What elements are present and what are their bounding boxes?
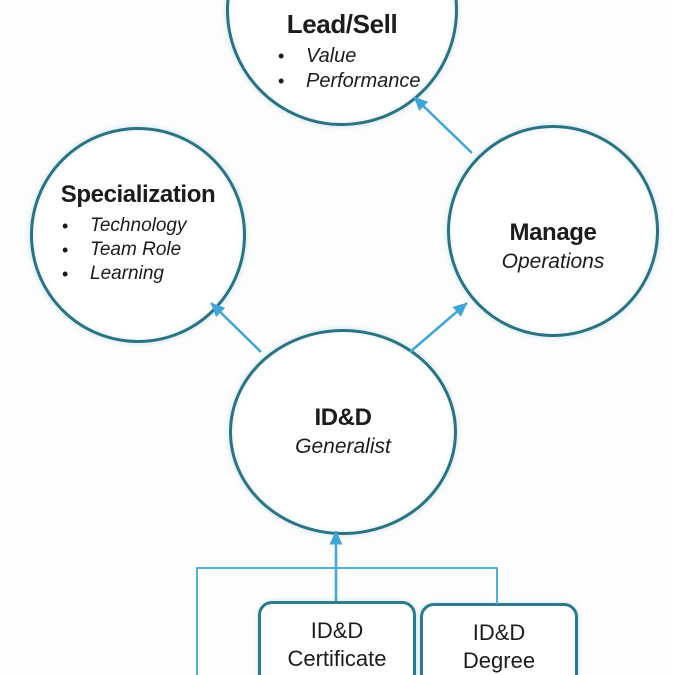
bullet-label: Performance xyxy=(306,70,421,92)
idd-certificate-line2: Certificate xyxy=(287,646,387,671)
bullet-item: • Value xyxy=(278,44,455,69)
node-specialization: Specialization • Technology • Team Role … xyxy=(30,127,246,343)
bullet-icon: • xyxy=(62,264,69,284)
bullet-item: • Learning xyxy=(62,262,243,286)
bullet-label: Technology xyxy=(90,215,187,236)
idd-degree-line2: Degree xyxy=(462,648,536,673)
idd-degree-line1: ID&D xyxy=(472,620,526,645)
node-lead-sell: Lead/Sell • Value • Performance xyxy=(226,0,458,126)
node-manage-subtitle: Operations xyxy=(501,250,605,273)
node-idd-certificate: ID&D Certificate xyxy=(258,601,416,675)
bullet-label: Team Role xyxy=(90,239,182,260)
node-idd-generalist: ID&D Generalist xyxy=(229,329,457,535)
bullet-label: Value xyxy=(306,45,357,67)
bullet-item: • Performance xyxy=(278,69,455,94)
lead-sell-bullet-list: • Value • Performance xyxy=(229,44,455,94)
node-specialization-title: Specialization xyxy=(60,181,216,208)
bullet-item: • Technology xyxy=(62,214,243,238)
bullet-label: Learning xyxy=(90,263,164,284)
bullet-item: • Team Role xyxy=(62,238,243,262)
node-manage: Manage Operations xyxy=(447,125,659,337)
node-lead-sell-title: Lead/Sell xyxy=(286,9,398,39)
bullet-icon: • xyxy=(62,240,69,260)
bullet-icon: • xyxy=(62,216,69,236)
bullet-icon: • xyxy=(278,46,285,66)
node-idd-subtitle: Generalist xyxy=(295,435,391,458)
specialization-bullet-list: • Technology • Team Role • Learning xyxy=(33,214,243,286)
node-idd-title: ID&D xyxy=(314,404,372,431)
idd-certificate-line1: ID&D xyxy=(310,618,364,643)
bullet-icon: • xyxy=(278,71,285,91)
node-idd-degree: ID&D Degree xyxy=(420,603,578,675)
node-manage-title: Manage xyxy=(509,219,597,246)
